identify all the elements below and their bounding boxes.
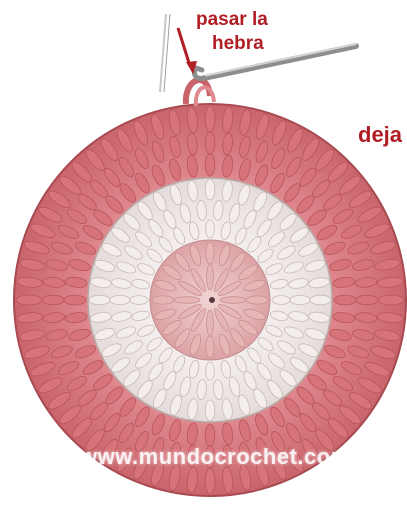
middle-stitch <box>89 295 110 305</box>
outer-stitch <box>64 295 86 305</box>
outer-stitch <box>334 295 356 305</box>
center-stitch <box>174 297 200 304</box>
center-stitch <box>207 264 214 290</box>
outer-stitch <box>205 106 215 132</box>
outer-stitch <box>205 424 215 446</box>
outer-stitch <box>378 295 404 305</box>
middle-stitch <box>130 296 148 305</box>
outer-stitch <box>16 295 42 305</box>
center-stitch <box>207 310 214 336</box>
outer-stitch <box>356 295 378 305</box>
middle-stitch <box>290 295 310 304</box>
center-stitch <box>152 296 174 304</box>
middle-stitch <box>205 179 215 200</box>
middle-stitch <box>206 362 215 380</box>
middle-stitch <box>272 296 290 305</box>
middle-stitch <box>310 295 331 305</box>
outer-stitch <box>42 295 64 305</box>
center-hole <box>209 297 215 303</box>
outer-stitch <box>205 468 215 494</box>
center-stitch <box>246 296 268 304</box>
pass-yarn-label-line1: pasar la <box>196 10 268 29</box>
outer-stitch <box>205 154 215 176</box>
center-stitch <box>220 297 246 304</box>
leave-label: deja <box>358 124 402 146</box>
center-stitch <box>206 336 214 358</box>
outer-stitch <box>205 132 215 154</box>
middle-stitch <box>110 295 130 304</box>
middle-stitch <box>205 400 215 421</box>
middle-stitch <box>206 220 215 238</box>
top-loop <box>186 80 214 106</box>
center-stitch <box>206 242 214 264</box>
watermark: www.mundocrochet.com <box>80 444 351 470</box>
arrow-icon <box>178 28 197 74</box>
pass-yarn-label-line2: hebra <box>212 34 264 53</box>
